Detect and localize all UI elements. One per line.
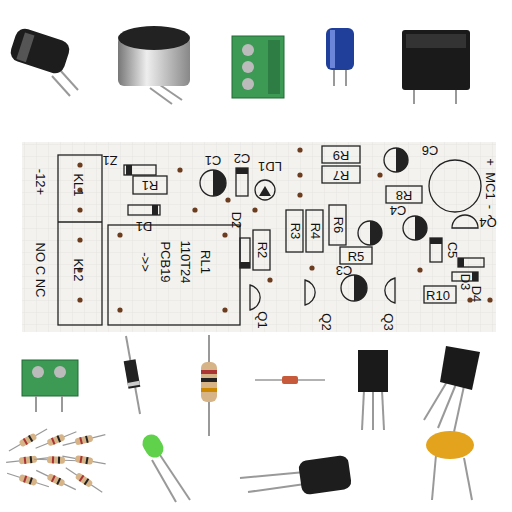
part-label: C4 (389, 204, 408, 217)
part-label: R1 (141, 179, 160, 192)
part-label: R4 (309, 222, 322, 241)
part-label: Q4 (478, 216, 497, 229)
part-label: NO C NC (34, 242, 47, 299)
led-photo (139, 431, 190, 502)
part-label: - (484, 204, 497, 210)
part-label: R6 (332, 216, 345, 235)
part-label: MC1 (484, 171, 497, 200)
part-label: C1 (204, 154, 223, 167)
part-label: D2 (230, 211, 243, 230)
part-label: RL1 (199, 249, 212, 275)
part-label: R7 (332, 169, 351, 182)
terminal-block-2-photo (22, 360, 78, 412)
relay-photo (402, 30, 470, 104)
part-label: KL2 (72, 257, 85, 282)
electrolytic-capacitor-photo (8, 26, 78, 96)
terminal-block-3-photo (232, 36, 284, 98)
part-label: R10 (425, 289, 451, 302)
small-diode-photo (255, 376, 325, 384)
part-label: D4 (470, 285, 483, 304)
part-label: C5 (446, 241, 459, 260)
part-label: C2 (233, 152, 252, 165)
part-label: LD1 (257, 160, 283, 173)
part-label: KL1 (72, 172, 85, 197)
pcb-silkscreen (22, 142, 496, 332)
part-label: R2 (256, 241, 269, 260)
part-label: -12+ (34, 168, 47, 196)
part-label: R3 (289, 222, 302, 241)
part-label: Z1 (101, 154, 118, 167)
part-label: C3 (335, 264, 354, 277)
part-label: R8 (395, 189, 414, 202)
ceramic-capacitor-photo (426, 431, 474, 500)
transistor-photo (358, 350, 388, 430)
part-label: Q1 (256, 310, 269, 329)
part-label: Q2 (320, 312, 333, 331)
part-label: ->> (139, 251, 152, 273)
part-label: C6 (421, 144, 440, 157)
resistor-pile-photo (6, 426, 107, 495)
blue-capacitor-photo (326, 28, 354, 86)
part-label: D1 (135, 220, 154, 233)
part-label: R9 (332, 149, 351, 162)
part-label: 110T24 (179, 239, 192, 284)
part-label: PCB19 (159, 240, 172, 283)
transistor-photo (424, 346, 480, 432)
part-label: Q3 (382, 312, 395, 331)
part-label: R5 (347, 250, 366, 263)
microphone-photo (118, 26, 190, 104)
capacitor-photo (240, 455, 352, 496)
resistor-photo (201, 335, 217, 436)
diode-photo (124, 336, 141, 414)
part-label: + (484, 157, 497, 167)
